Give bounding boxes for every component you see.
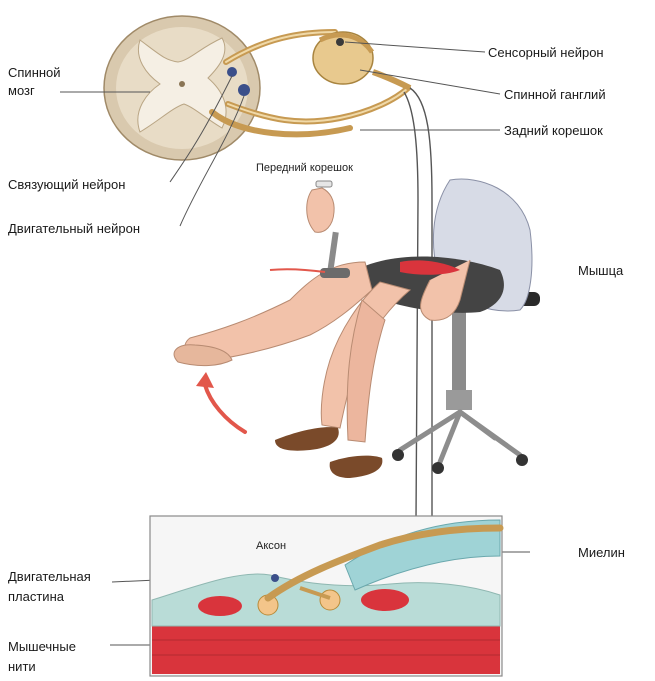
spinal-ganglion [313, 32, 410, 88]
label-motor-plate-2: пластина [8, 588, 64, 605]
label-anterior-root: Передний корешок [256, 160, 353, 177]
label-muscle-fibers-1: Мышечные [8, 638, 76, 655]
label-motor-neuron: Двигательный нейрон [8, 220, 140, 237]
label-sensory-neuron: Сенсорный нейрон [488, 44, 604, 61]
movement-arrow-icon [205, 385, 245, 432]
shoe-back [330, 456, 383, 478]
chair [392, 292, 540, 474]
hit-arrow [270, 269, 325, 272]
movement-arrow-head [196, 372, 214, 388]
neuromuscular-junction [150, 516, 502, 676]
label-spinal-cord-1: Спинной [8, 64, 61, 81]
reflex-hammer-icon [307, 181, 350, 278]
label-spinal-ganglion: Спинной ганглий [504, 86, 606, 103]
label-axon: Аксон [256, 538, 286, 555]
spinal-cord-section [104, 16, 260, 160]
label-muscle-fibers-2: нити [8, 658, 36, 675]
motor-neuron-body [238, 84, 250, 96]
label-spinal-cord-2: мозг [8, 82, 35, 99]
shoe-front [275, 427, 339, 451]
person [174, 179, 532, 478]
label-myelin: Миелин [578, 544, 625, 561]
connecting-neuron-body [227, 67, 237, 77]
label-muscle: Мышца [578, 262, 623, 279]
label-posterior-root: Задний корешок [504, 122, 603, 139]
label-motor-plate-1: Двигательная [8, 568, 91, 585]
label-connecting-neuron: Связующий нейрон [8, 176, 125, 193]
